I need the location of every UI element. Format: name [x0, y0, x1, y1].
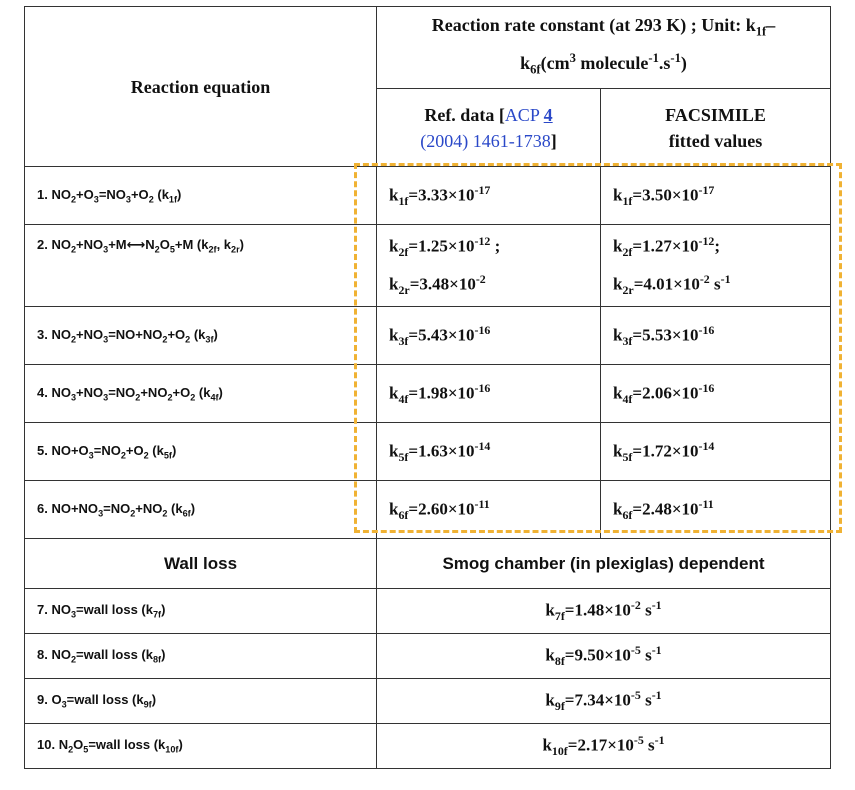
smog-chamber-header: Smog chamber (in plexiglas) dependent	[375, 538, 832, 589]
rate-constant-table: Reaction equation Reaction rate constant…	[24, 6, 832, 769]
reaction-equation: 5. NO+O3=NO2+O2 (k5f)	[24, 422, 377, 481]
ref-value: k5f=1.63×10-14	[376, 422, 601, 481]
wall-loss-value: k9f=7.34×10-5 s-1	[375, 678, 832, 724]
table-row: 7. NO3=wall loss (k7f) k7f=1.48×10-2 s-1	[24, 588, 832, 634]
fitted-value: k6f=2.48×10-11	[599, 480, 832, 539]
reaction-equation: 4. NO3+NO3=NO2+NO2+O2 (k4f)	[24, 364, 377, 423]
table-row: 1. NO2+O3=NO3+O2 (k1f) k1f=3.33×10-17 k1…	[24, 166, 832, 225]
table-row: 9. O3=wall loss (k9f) k9f=7.34×10-5 s-1	[24, 678, 832, 724]
wall-loss-value: k10f=2.17×10-5 s-1	[375, 723, 832, 769]
reaction-equation: 7. NO3=wall loss (k7f)	[24, 588, 377, 634]
fitted-value: k4f=2.06×10-16	[599, 364, 832, 423]
table-row: 5. NO+O3=NO2+O2 (k5f) k5f=1.63×10-14 k5f…	[24, 422, 832, 481]
reaction-equation: 3. NO2+NO3=NO+NO2+O2 (k3f)	[24, 306, 377, 365]
table-row: 3. NO2+NO3=NO+NO2+O2 (k3f) k3f=5.43×10-1…	[24, 306, 832, 365]
fitted-value: k3f=5.53×10-16	[599, 306, 832, 365]
ref-value: k2f=1.25×10-12 ; k2r=3.48×10-2	[376, 224, 601, 307]
fitted-value: k5f=1.72×10-14	[599, 422, 832, 481]
wall-loss-value: k8f=9.50×10-5 s-1	[375, 633, 832, 679]
reaction-equation: 1. NO2+O3=NO3+O2 (k1f)	[24, 166, 377, 225]
reaction-equation: 2. NO2+NO3+M⟷N2O5+M (k2f, k2r)	[24, 224, 377, 307]
fitted-value: k1f=3.50×10-17	[599, 166, 832, 225]
reaction-equation: 8. NO2=wall loss (k8f)	[24, 633, 377, 679]
reaction-equation-header: Reaction equation	[24, 6, 377, 167]
table-row: 2. NO2+NO3+M⟷N2O5+M (k2f, k2r) k2f=1.25×…	[24, 224, 832, 307]
ref-data-header: Ref. data [ACP 4(2004) 1461-1738]	[376, 88, 601, 167]
ref-value: k6f=2.60×10-11	[376, 480, 601, 539]
table-row: 6. NO+NO3=NO2+NO2 (k6f) k6f=2.60×10-11 k…	[24, 480, 832, 539]
table-row: 4. NO3+NO3=NO2+NO2+O2 (k4f) k4f=1.98×10-…	[24, 364, 832, 423]
ref-link[interactable]: ACP 4(2004) 1461-1738	[420, 104, 553, 151]
ref-value: k3f=5.43×10-16	[376, 306, 601, 365]
table-row: 10. N2O5=wall loss (k10f) k10f=2.17×10-5…	[24, 723, 832, 769]
reaction-equation: 10. N2O5=wall loss (k10f)	[24, 723, 377, 769]
wall-loss-value: k7f=1.48×10-2 s-1	[375, 588, 832, 634]
fitted-value: k2f=1.27×10-12; k2r=4.01×10-2 s-1	[599, 224, 832, 307]
ref-value: k1f=3.33×10-17	[376, 166, 601, 225]
wall-loss-header: Wall loss	[24, 538, 377, 589]
ref-value: k4f=1.98×10-16	[376, 364, 601, 423]
reaction-equation: 9. O3=wall loss (k9f)	[24, 678, 377, 724]
table-row: 8. NO2=wall loss (k8f) k8f=9.50×10-5 s-1	[24, 633, 832, 679]
rate-constant-header: Reaction rate constant (at 293 K) ; Unit…	[375, 6, 832, 89]
reaction-equation: 6. NO+NO3=NO2+NO2 (k6f)	[24, 480, 377, 539]
